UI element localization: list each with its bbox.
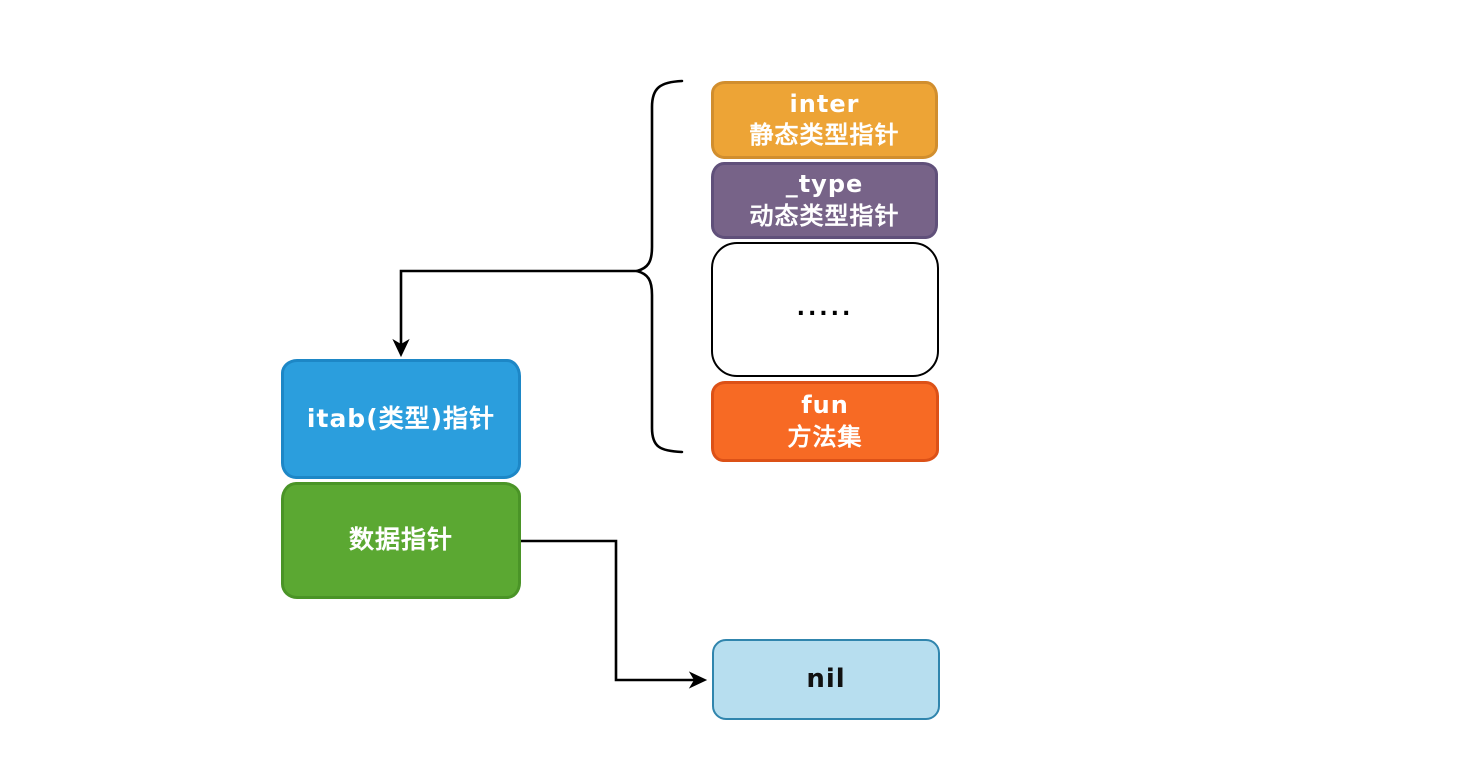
box-inter-label: inter [789,89,860,118]
group-brace-icon [632,79,684,454]
box-fun-method-set: fun 方法集 [711,381,939,462]
box-itab-label: itab(类型)指针 [306,403,496,433]
box-nil-label: nil [806,663,846,694]
box-inter-static-type-pointer: inter 静态类型指针 [711,81,938,159]
box-nil-value: nil [712,639,940,720]
box-fun-label: fun [801,391,849,420]
arrow-brace-to-itab [392,269,639,358]
box-type-dynamic-type-pointer: _type 动态类型指针 [711,162,938,239]
box-dots-label: ..... [796,296,854,322]
box-data-label: 数据指针 [348,525,453,555]
box-type-sublabel: 动态类型指针 [749,201,900,230]
box-data-pointer: 数据指针 [281,482,521,599]
box-fun-sublabel: 方法集 [787,422,863,451]
box-inter-sublabel: 静态类型指针 [749,121,900,149]
box-ellipsis-placeholder: ..... [711,242,939,377]
box-itab-pointer: itab(类型)指针 [281,359,521,479]
box-type-label: _type [785,170,864,199]
arrow-data-to-nil [519,539,708,689]
